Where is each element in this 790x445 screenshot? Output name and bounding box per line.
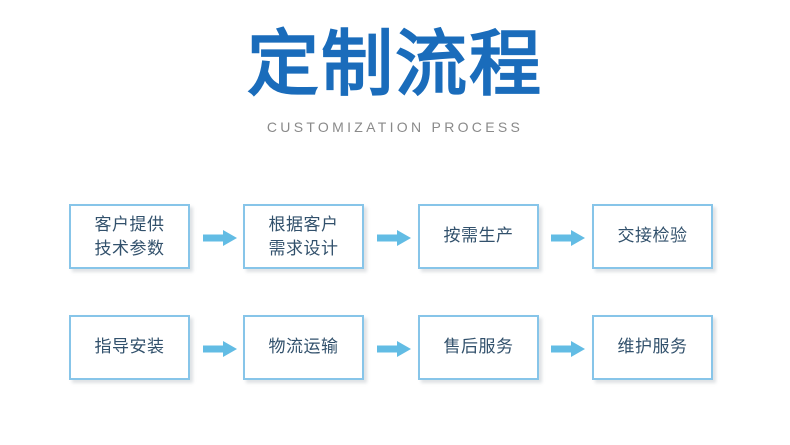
process-step-label: 维护服务 <box>617 337 688 357</box>
process-step-label: 售后服务 <box>443 337 514 357</box>
arrow-right-icon <box>203 341 237 357</box>
arrow-right-icon <box>203 230 237 246</box>
page-title: 定制流程 <box>246 22 543 106</box>
page-subtitle: CUSTOMIZATION PROCESS <box>266 119 524 135</box>
process-step-4[interactable]: 交接检验 <box>592 204 713 269</box>
arrow-right-icon <box>551 341 585 357</box>
process-step-8[interactable]: 维护服务 <box>592 315 713 380</box>
process-step-label: 按需生产 <box>443 226 514 246</box>
process-step-6[interactable]: 物流运输 <box>243 315 364 380</box>
process-flow-row-2: 指导安装 物流运输 售后服务 维护服务 <box>0 315 790 385</box>
process-step-label: 根据客户 需求设计 <box>268 214 339 259</box>
arrow-right-icon <box>377 230 411 246</box>
process-step-1[interactable]: 客户提供 技术参数 <box>69 204 190 269</box>
arrow-right-icon <box>377 341 411 357</box>
process-step-label: 客户提供 技术参数 <box>94 214 165 259</box>
arrow-right-icon <box>551 230 585 246</box>
process-step-label: 交接检验 <box>617 226 688 246</box>
process-step-3[interactable]: 按需生产 <box>418 204 539 269</box>
process-step-label: 物流运输 <box>268 337 339 357</box>
process-step-2[interactable]: 根据客户 需求设计 <box>243 204 364 269</box>
process-flow-row-1: 客户提供 技术参数 根据客户 需求设计 按需生产 交接检验 <box>0 204 790 274</box>
process-step-5[interactable]: 指导安装 <box>69 315 190 380</box>
page-header: 定制流程 CUSTOMIZATION PROCESS <box>0 0 790 136</box>
process-step-label: 指导安装 <box>94 337 165 357</box>
process-step-7[interactable]: 售后服务 <box>418 315 539 380</box>
